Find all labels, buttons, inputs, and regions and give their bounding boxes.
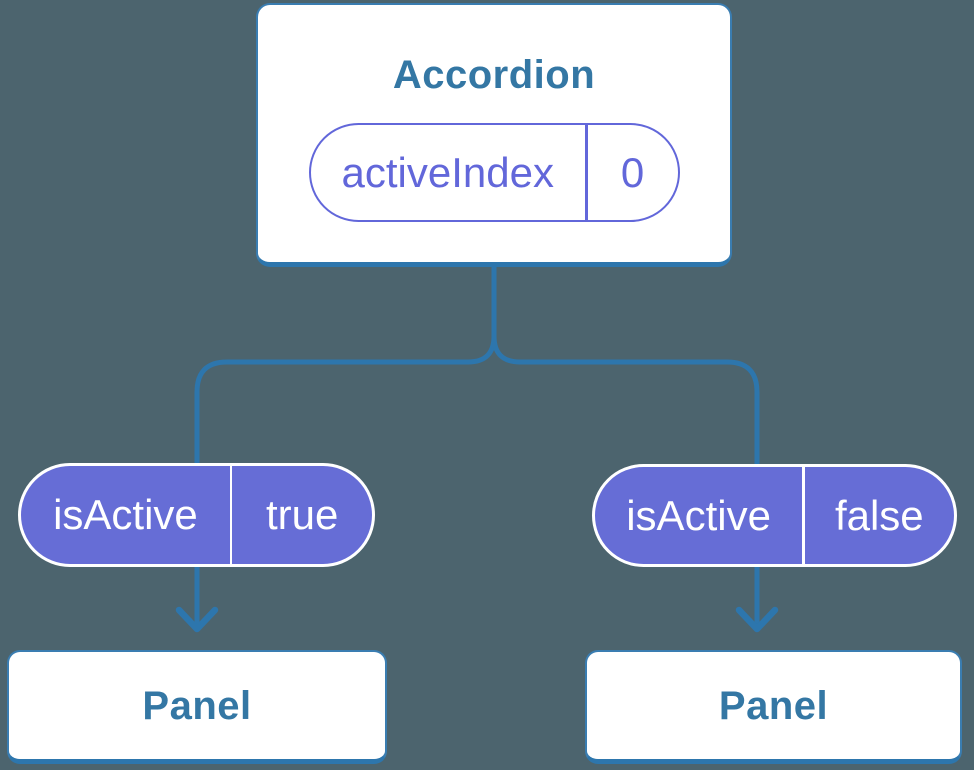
state-pill: activeIndex 0 [308, 123, 680, 222]
prop-pill-divider [802, 467, 805, 564]
state-pill-divider [585, 125, 588, 220]
component-title: Panel [142, 683, 252, 728]
prop-pill-name: isActive [53, 491, 198, 538]
prop-pill-value: false [834, 491, 924, 539]
state-pill-name: activeIndex [341, 148, 554, 196]
prop-pill-value: true [265, 491, 339, 538]
prop-pill-right: isActive false [592, 464, 957, 567]
component-title: Accordion [392, 53, 596, 97]
branch-line-right [491, 335, 760, 626]
component-title: Panel [718, 683, 829, 728]
arrow-down-icon [175, 606, 219, 633]
accordion-component-card: Accordion activeIndex 0 [256, 3, 732, 267]
prop-pill-name: isActive [626, 491, 771, 539]
prop-pill-divider [229, 466, 233, 564]
panel-component-card-left: Panel [7, 650, 387, 764]
branch-line-left [194, 262, 497, 626]
panel-component-card-right: Panel [585, 650, 962, 764]
arrow-down-icon [735, 606, 779, 633]
prop-pill-left: isActive true [18, 463, 375, 567]
state-pill-value: 0 [620, 148, 645, 196]
